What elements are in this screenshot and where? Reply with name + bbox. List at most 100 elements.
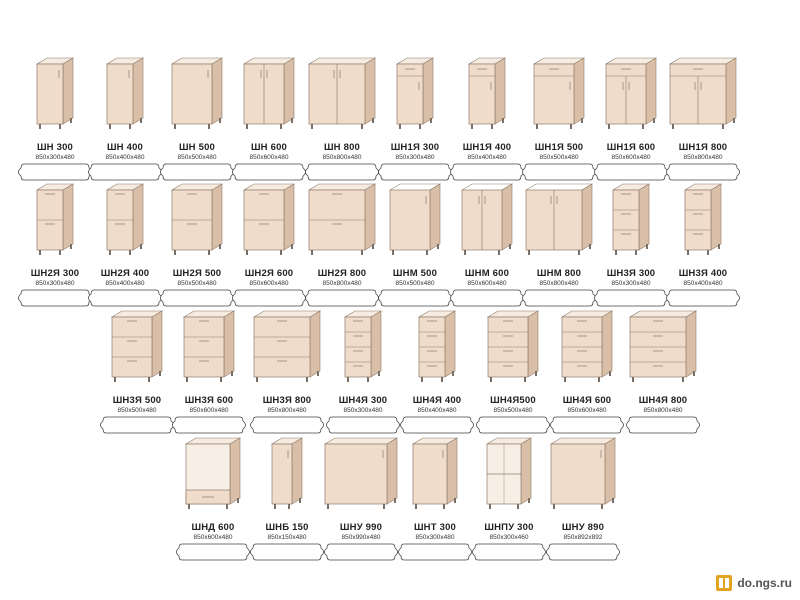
cabinet-illustration	[417, 310, 457, 382]
cabinet-dimensions: 850x400x480	[683, 280, 723, 287]
cabinet-illustration	[411, 437, 459, 509]
cabinet-name: ШНПУ 300	[484, 522, 534, 533]
cabinet-dimensions: 850x600x480	[249, 280, 289, 287]
cabinet-dimensions: 850x300x480	[395, 154, 435, 161]
price-plate	[18, 289, 92, 307]
price-plate	[546, 543, 620, 561]
cabinet-illustration	[560, 310, 614, 382]
price-plate	[88, 289, 162, 307]
cabinet-illustration	[343, 310, 383, 382]
price-plate	[378, 163, 452, 181]
price-plate	[550, 416, 624, 434]
cabinet-illustration	[532, 57, 586, 129]
cabinet-name: ШН 800	[323, 142, 361, 153]
price-plate	[522, 289, 596, 307]
cabinet-name: ШНМ 800	[536, 268, 582, 279]
cabinet-name: ШН1Я 300	[390, 142, 440, 153]
cabinet-name: ШН3Я 300	[606, 268, 656, 279]
cabinet-illustration	[35, 183, 75, 255]
cabinet-dimensions: 850x400x480	[467, 154, 507, 161]
price-plate	[400, 416, 474, 434]
cabinet-name: ШН3Я 400	[678, 268, 728, 279]
cabinet-illustration	[467, 57, 507, 129]
cabinet-dimensions: 850x500x480	[177, 280, 217, 287]
cabinet-dimensions: 850x400x480	[105, 280, 145, 287]
cabinet-dimensions: 850x500x480	[177, 154, 217, 161]
cabinet-dimensions: 850x300x480	[343, 407, 383, 414]
cabinet-dimensions: 850x800x480	[539, 280, 579, 287]
cabinet-dimensions: 850x600x480	[611, 154, 651, 161]
cabinet-name: ШНТ 300	[413, 522, 457, 533]
cabinet-name: ШН3Я 800	[262, 395, 312, 406]
cabinet-dimensions: 850x300x480	[415, 534, 455, 541]
cabinet-illustration	[252, 310, 322, 382]
cabinet-dimensions: 850x300x480	[35, 154, 75, 161]
cabinet-dimensions: 850x600x480	[567, 407, 607, 414]
cabinet-illustration	[307, 57, 377, 129]
price-plate	[232, 289, 306, 307]
cabinet-illustration	[307, 183, 377, 255]
price-plate	[324, 543, 398, 561]
cabinet-illustration	[105, 57, 145, 129]
cabinet-illustration	[182, 310, 236, 382]
cabinet-name: ШН2Я 500	[172, 268, 222, 279]
price-plate	[626, 416, 700, 434]
cabinet-name: ШН 300	[36, 142, 74, 153]
price-plate	[398, 543, 472, 561]
watermark: do.ngs.ru	[715, 574, 792, 592]
price-plate	[232, 163, 306, 181]
cabinet-name: ШНМ 600	[464, 268, 510, 279]
price-plate	[176, 543, 250, 561]
cabinet-illustration	[486, 310, 540, 382]
price-plate	[476, 416, 550, 434]
cabinet-illustration	[270, 437, 304, 509]
price-plate	[160, 163, 234, 181]
cabinet-illustration	[324, 437, 398, 509]
price-plate	[88, 163, 162, 181]
cabinet-illustration	[184, 437, 242, 509]
price-plate	[378, 289, 452, 307]
cabinet-name: ШН1Я 800	[678, 142, 728, 153]
cabinet-dimensions: 850x600x480	[249, 154, 289, 161]
cabinet-dimensions: 850x600x480	[193, 534, 233, 541]
cabinet-dimensions: 850x300x460	[489, 534, 529, 541]
cabinet-illustration	[604, 57, 658, 129]
cabinet-dimensions: 850x800x480	[683, 154, 723, 161]
price-plate	[594, 163, 668, 181]
cabinet-illustration	[683, 183, 723, 255]
cabinet-illustration	[395, 57, 435, 129]
cabinet-name: ШНД 600	[191, 522, 235, 533]
cabinet-dimensions: 850x800x480	[322, 280, 362, 287]
cabinet-dimensions: 850x400x480	[417, 407, 457, 414]
price-plate	[305, 163, 379, 181]
cabinet-dimensions: 850x800x480	[322, 154, 362, 161]
cabinet-illustration	[170, 183, 224, 255]
cabinet-dimensions: 850x300x480	[35, 280, 75, 287]
cabinet-dimensions: 850x500x480	[539, 154, 579, 161]
cabinet-name: ШН2Я 600	[244, 268, 294, 279]
cabinet-dimensions: 850x300x480	[611, 280, 651, 287]
cabinet-illustration	[389, 183, 442, 255]
cabinet-illustration	[170, 57, 224, 129]
price-plate	[666, 163, 740, 181]
cabinet-dimensions: 850x400x480	[105, 154, 145, 161]
cabinet-name: ШН1Я 600	[606, 142, 656, 153]
